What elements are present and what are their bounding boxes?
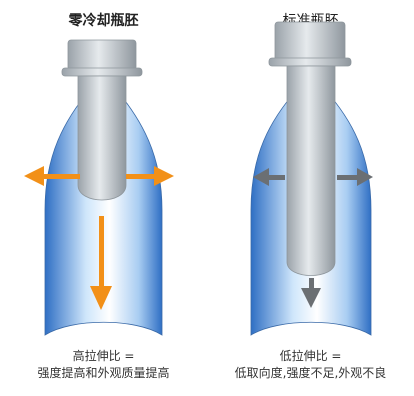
panel-standard-preform: 标准瓶胚 <box>207 0 414 396</box>
caption-line-1: 高拉伸比 = <box>72 349 135 363</box>
panel-zero-cooling-preform: 零冷却瓶胚 <box>24 13 174 380</box>
caption-line-2: 强度提高和外观质量提高 <box>37 366 170 380</box>
preform-tube-icon <box>268 21 352 276</box>
bottle-diagram <box>24 39 174 336</box>
panel-title: 零冷却瓶胚 <box>68 13 139 29</box>
bottle-silhouette-icon <box>44 74 163 336</box>
caption-line-2: 低取向度,强度不足,外观不良 <box>234 366 387 380</box>
stretch-arrows-icon <box>24 166 174 310</box>
bottle-diagram <box>250 21 373 336</box>
stretch-arrows-icon <box>253 168 373 308</box>
caption-line-1: 低拉伸比 = <box>279 349 342 363</box>
preform-tube-icon <box>61 39 143 201</box>
